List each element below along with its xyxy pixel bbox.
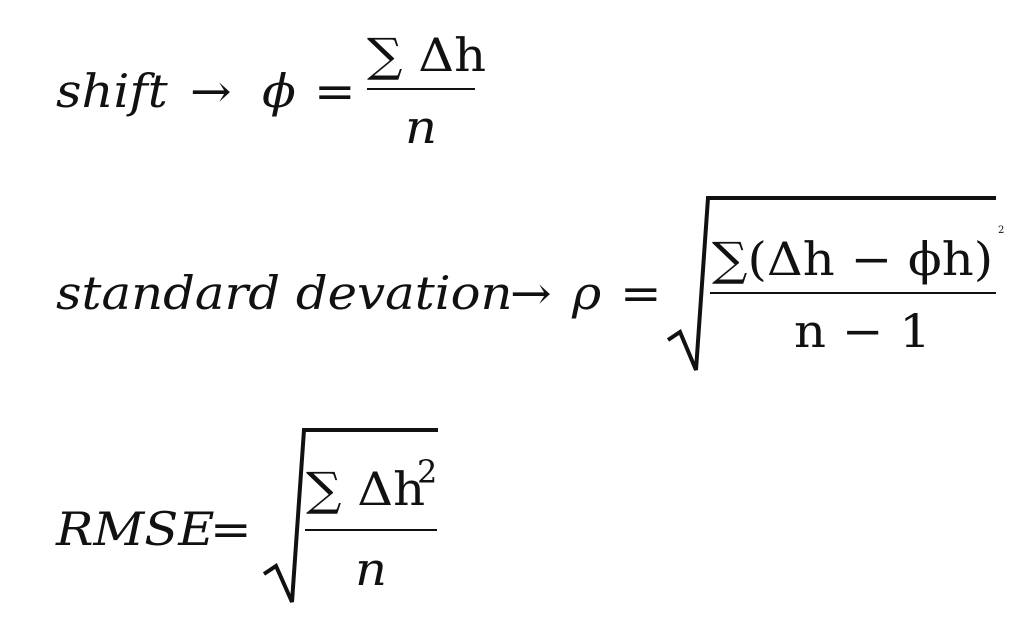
shift-fraction-bar — [367, 88, 475, 90]
rmse-equals: = — [210, 502, 252, 556]
standard-deviation-numerator: ∑(Δh − ϕh) — [712, 232, 994, 286]
square-root-symbol — [666, 196, 996, 371]
shift-denominator: n — [405, 100, 438, 154]
shift-label: shift — [56, 64, 168, 118]
standard-deviation-fraction-bar — [710, 292, 996, 294]
standard-deviation-equals: = — [620, 266, 662, 320]
shift-numerator: ∑ Δh — [367, 28, 487, 82]
rmse-fraction-bar — [305, 529, 437, 531]
shift-equals: = — [314, 64, 356, 118]
rmse-denominator: n — [355, 542, 388, 596]
shift-arrow: → — [190, 64, 232, 118]
standard-deviation-arrow: → — [510, 266, 552, 320]
standard-deviation-label: standard devation — [56, 266, 513, 320]
rmse-exponent: 2 — [417, 453, 438, 491]
rmse-numerator: ∑ Δh — [306, 462, 426, 516]
standard-deviation-denominator: n − 1 — [794, 304, 931, 358]
standard-deviation-symbol: ρ — [572, 266, 602, 320]
standard-deviation-exponent: 2 — [998, 225, 1005, 236]
rmse-label: RMSE — [56, 502, 215, 556]
shift-symbol: ϕ — [262, 64, 296, 118]
square-root-symbol — [262, 428, 438, 603]
